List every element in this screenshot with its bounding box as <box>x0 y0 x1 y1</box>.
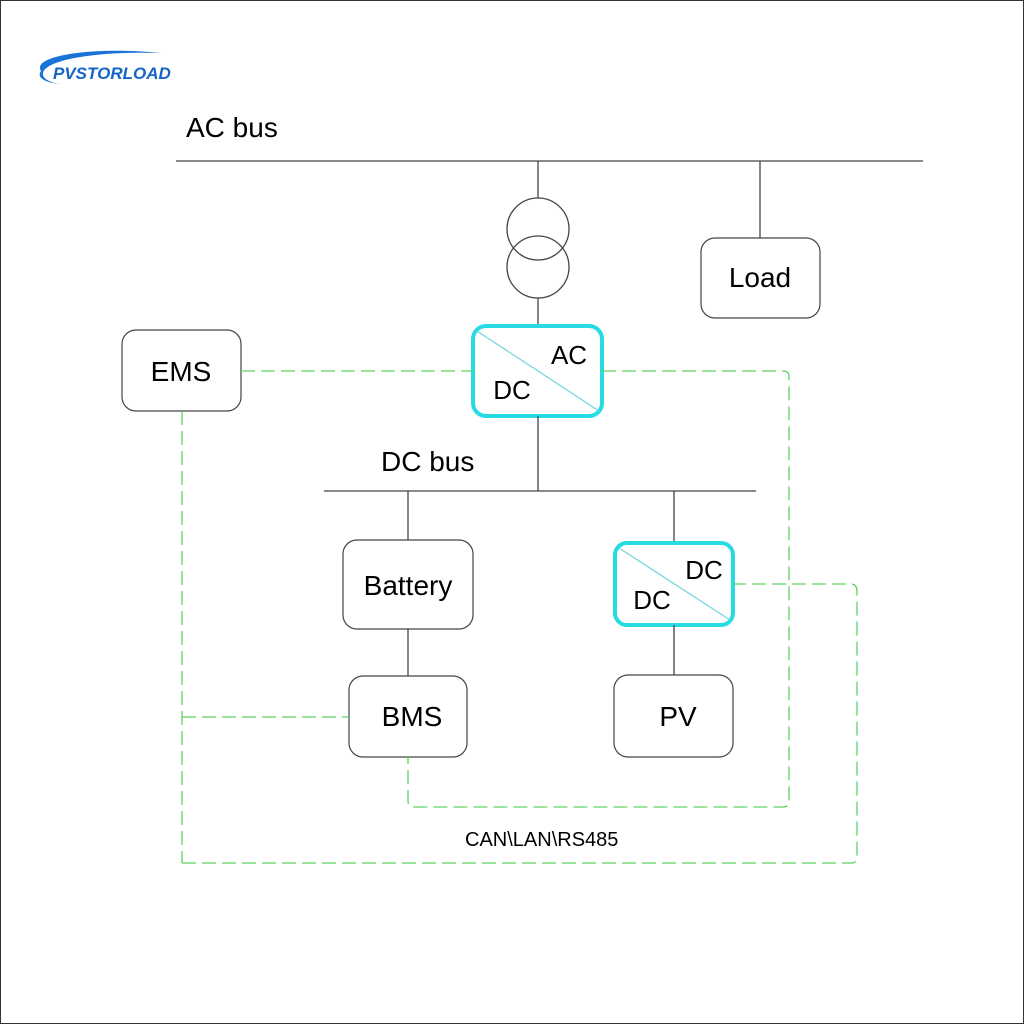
ac-dc-top-label: AC <box>551 340 587 370</box>
dc-bus-label: DC bus <box>381 446 474 477</box>
ac-dc-bottom-label: DC <box>493 375 531 405</box>
logo: PVSTORLOAD <box>39 50 171 84</box>
logo-text: PVSTORLOAD <box>53 64 171 83</box>
transformer-icon[interactable] <box>506 197 570 299</box>
converter-diagonal <box>618 547 731 621</box>
converter-diagonal <box>476 330 600 412</box>
battery-block[interactable]: Battery <box>342 539 474 630</box>
pv-box[interactable] <box>613 674 734 758</box>
load-block[interactable]: Load <box>700 237 821 319</box>
dc-dc-top-label: DC <box>685 555 723 585</box>
transformer-coil-top <box>506 197 570 261</box>
ems-label: EMS <box>151 356 212 387</box>
ems-block[interactable]: EMS <box>121 329 242 412</box>
dc-dc-converter[interactable]: DC DC <box>613 541 735 627</box>
pv-label: PV <box>659 701 697 732</box>
load-label: Load <box>729 262 791 293</box>
bms-block[interactable]: BMS <box>348 675 468 758</box>
dc-dc-bottom-label: DC <box>633 585 671 615</box>
battery-label: Battery <box>364 570 453 601</box>
bms-label: BMS <box>382 701 443 732</box>
load-box[interactable] <box>700 237 821 319</box>
comm-pcs-to-bms <box>407 370 790 808</box>
ac-dc-converter[interactable]: AC DC <box>471 324 604 418</box>
communication-lines <box>181 370 858 864</box>
comm-ems-to-dcdc <box>182 583 858 864</box>
pv-block[interactable]: PV <box>613 674 734 758</box>
communication-label: CAN\LAN\RS485 <box>465 829 618 851</box>
ac-bus-label: AC bus <box>186 112 278 143</box>
transformer-coil-bottom <box>506 235 570 299</box>
